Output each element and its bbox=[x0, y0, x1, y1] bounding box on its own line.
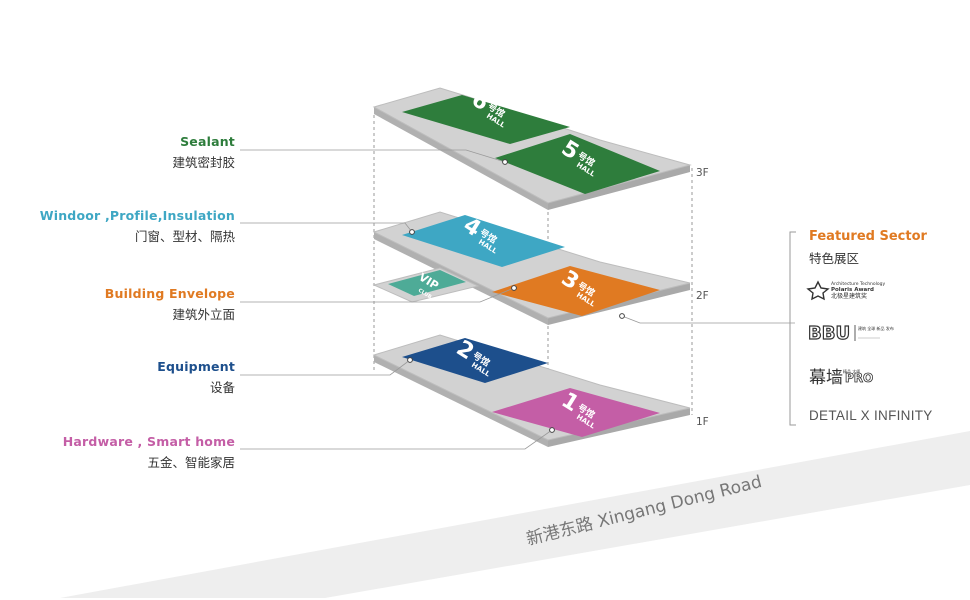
detail-x-infinity[interactable]: DETAIL X INFINITY bbox=[809, 408, 933, 423]
category-equipment-zh: 设备 bbox=[209, 380, 235, 395]
hall-6[interactable] bbox=[402, 95, 570, 144]
leader-lines bbox=[240, 149, 795, 450]
featured-sector-title: Featured Sector bbox=[809, 229, 927, 244]
featured-sector: Featured Sector 特色展区 DETAIL X INFINITY bbox=[809, 229, 969, 423]
floor-label-1f: 1F bbox=[696, 416, 709, 428]
category-windoor: Windoor ,Profile,Insulation 门窗、型材、隔热 bbox=[0, 208, 235, 245]
svg-text:BBU: BBU bbox=[808, 323, 850, 344]
category-sealant-zh: 建筑密封胶 bbox=[172, 155, 235, 170]
hall-5[interactable] bbox=[495, 134, 660, 194]
hall-1[interactable] bbox=[492, 388, 660, 437]
svg-text:PRO: PRO bbox=[845, 371, 873, 385]
category-envelope: Building Envelope 建筑外立面 bbox=[0, 286, 235, 323]
hall-2[interactable] bbox=[402, 338, 548, 383]
category-windoor-en: Windoor ,Profile,Insulation bbox=[39, 208, 235, 223]
svg-text:幕墙: 幕墙 bbox=[809, 368, 843, 388]
floor-2f: 4 HALL 号馆 3 HALL 号馆 VIP CLUB bbox=[372, 211, 691, 325]
hall-3[interactable] bbox=[492, 266, 660, 316]
featured-sector-zh: 特色展区 bbox=[809, 251, 860, 266]
category-hardware-en: Hardware , Smart home bbox=[62, 434, 235, 449]
hall-4[interactable] bbox=[402, 215, 565, 267]
polaris-award-logo: Architecture Technology Polaris Award 北极… bbox=[806, 280, 886, 301]
bbu-logo: BBU 建筑 全球 新品 发布 bbox=[807, 322, 894, 344]
category-envelope-zh: 建筑外立面 bbox=[172, 307, 235, 322]
svg-text:建筑 全球 新品 发布: 建筑 全球 新品 发布 bbox=[858, 325, 894, 331]
category-equipment-en: Equipment bbox=[157, 359, 235, 374]
floor-label-2f: 2F bbox=[696, 290, 709, 302]
category-windoor-zh: 门窗、型材、隔热 bbox=[134, 229, 235, 244]
category-sealant-en: Sealant bbox=[180, 134, 235, 149]
category-hardware-zh: 五金、智能家居 bbox=[147, 455, 235, 470]
floor-3f: 6 HALL 号馆 5 HALL 号馆 bbox=[372, 87, 692, 210]
featured-bracket bbox=[789, 231, 796, 426]
leader-dots bbox=[407, 159, 625, 433]
svg-text:Polaris Award: Polaris Award bbox=[831, 287, 874, 293]
svg-text:精品 大师: 精品 大师 bbox=[843, 368, 860, 374]
svg-text:Architecture Technology: Architecture Technology bbox=[831, 281, 886, 287]
curtain-wall-pro-logo: 幕墙 精品 大师 PRO bbox=[809, 368, 874, 388]
svg-text:北极星建筑奖: 北极星建筑奖 bbox=[831, 292, 867, 300]
category-envelope-en: Building Envelope bbox=[104, 286, 235, 301]
category-sealant: Sealant 建筑密封胶 bbox=[0, 134, 235, 171]
road-band bbox=[60, 431, 970, 598]
category-hardware: Hardware , Smart home 五金、智能家居 bbox=[0, 434, 235, 471]
floor-label-3f: 3F bbox=[696, 167, 709, 179]
vip-club[interactable] bbox=[388, 270, 466, 296]
floor-1f: 2 HALL 号馆 1 HALL 号馆 bbox=[372, 334, 691, 447]
category-equipment: Equipment 设备 bbox=[0, 359, 235, 396]
